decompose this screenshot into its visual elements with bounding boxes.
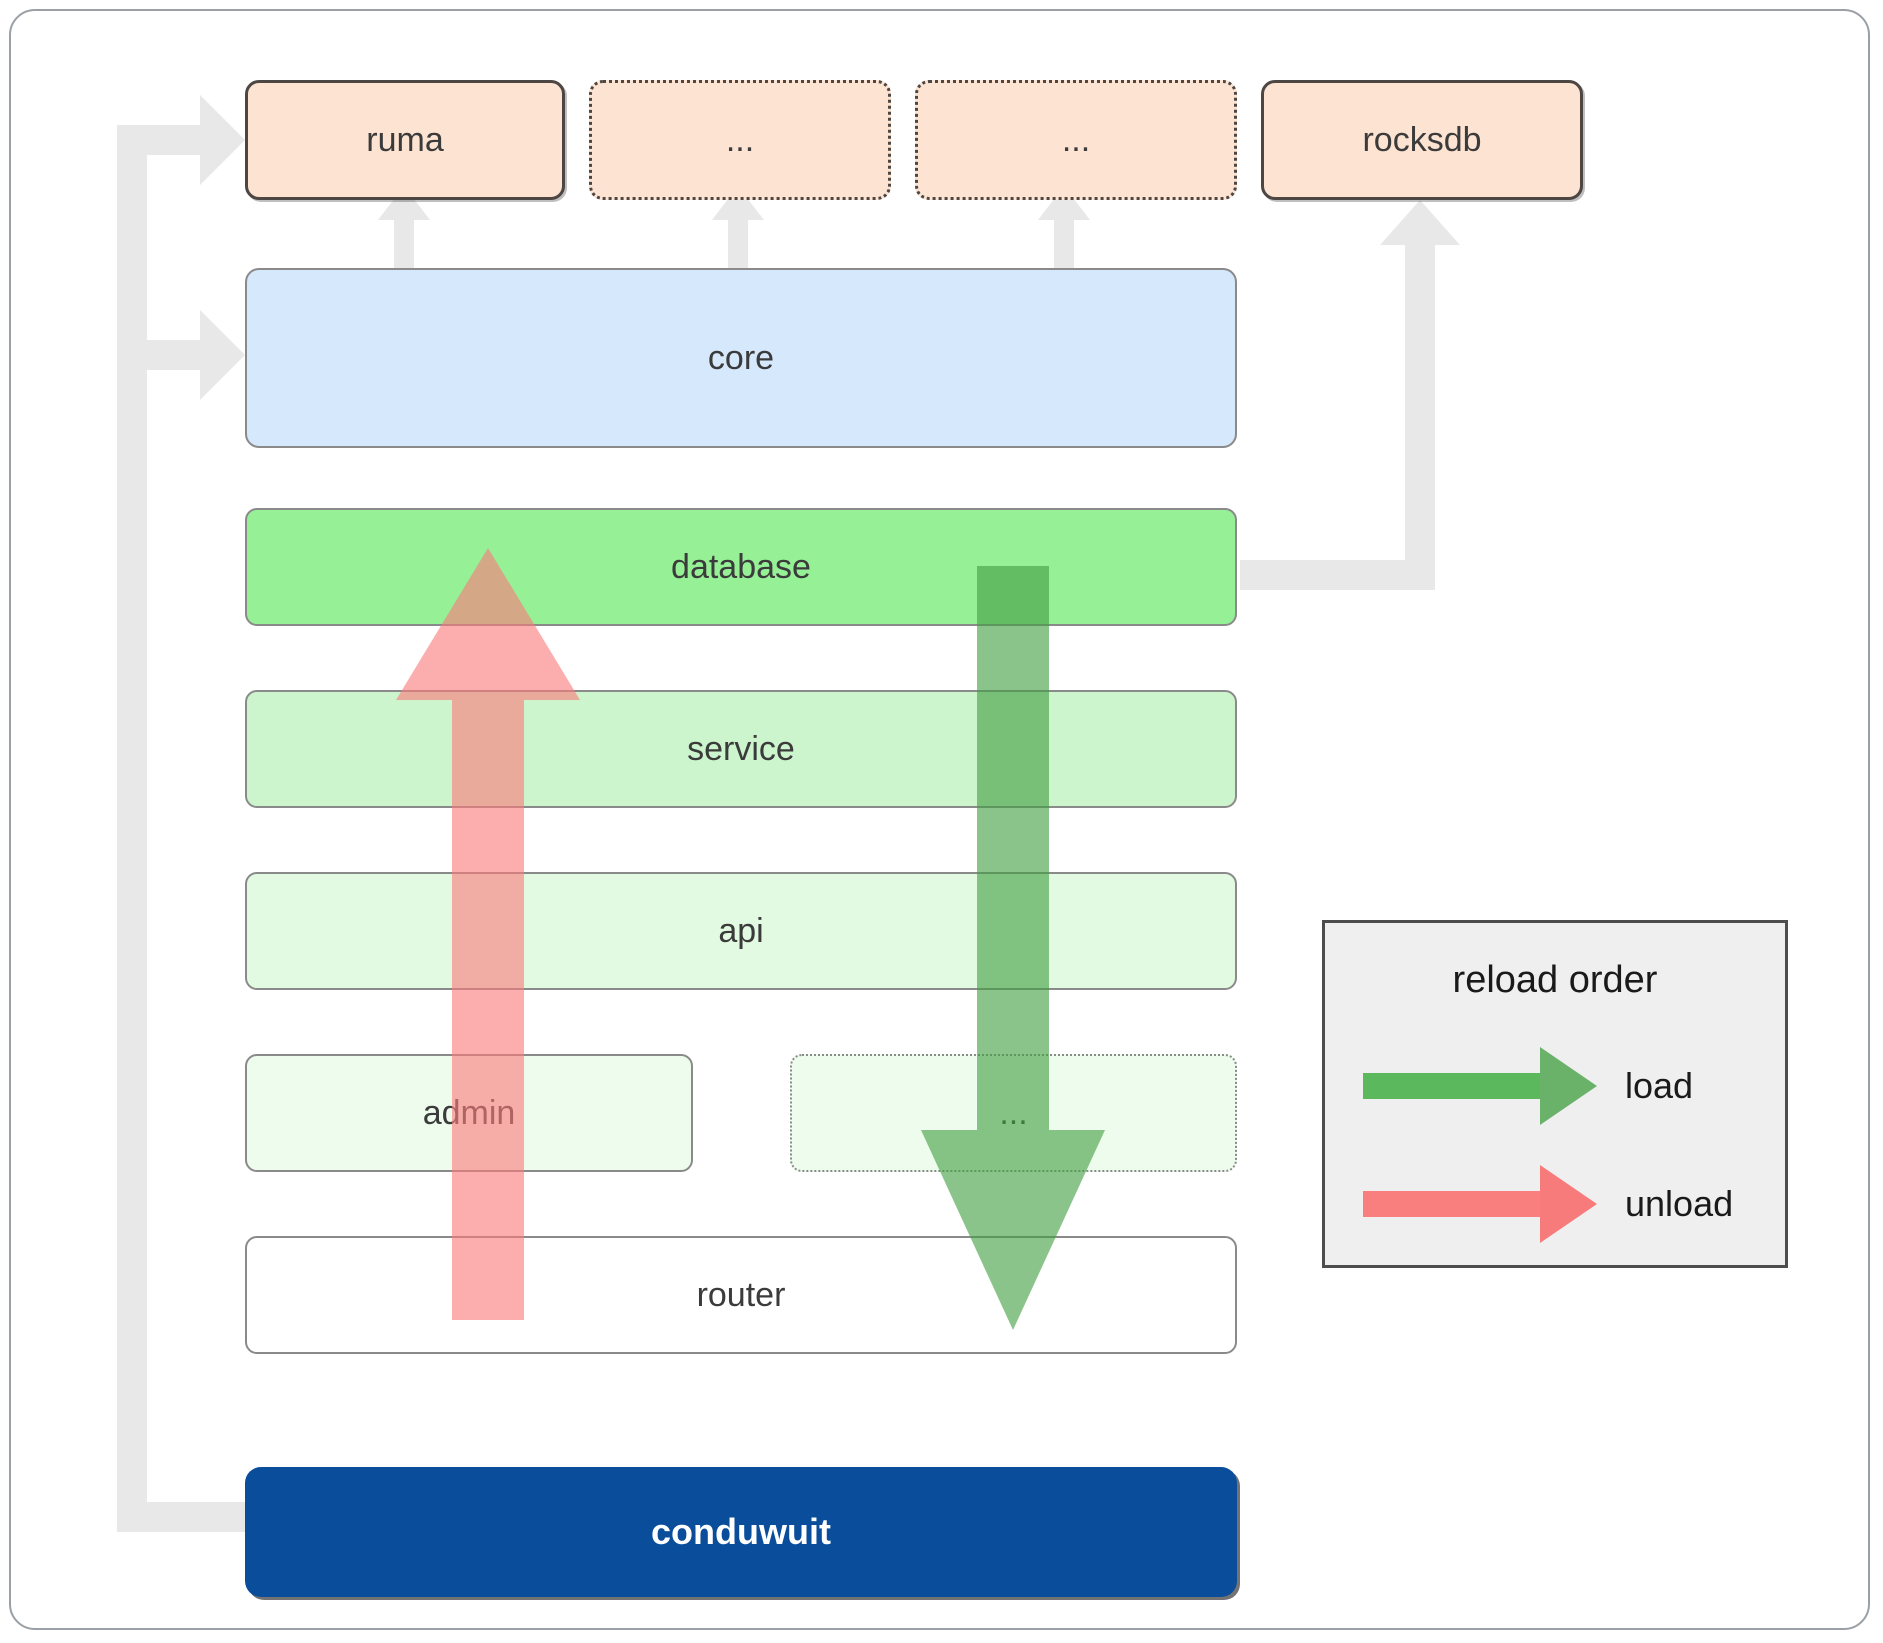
module-box-router[interactable]: router bbox=[245, 1236, 1237, 1354]
module-box-api[interactable]: api bbox=[245, 872, 1237, 990]
module-label: database bbox=[671, 548, 811, 586]
module-label: conduwuit bbox=[651, 1511, 831, 1552]
load-arrow-icon bbox=[1363, 1047, 1597, 1125]
module-label: api bbox=[718, 912, 764, 950]
dependency-box-more-1[interactable]: ... bbox=[589, 80, 891, 200]
module-label: ... bbox=[999, 1094, 1028, 1132]
module-label: admin bbox=[422, 1094, 516, 1132]
dependency-label: ... bbox=[1061, 121, 1091, 159]
module-label: service bbox=[687, 730, 795, 768]
diagram-card bbox=[9, 9, 1870, 1630]
module-box-conduwuit[interactable]: conduwuit bbox=[245, 1467, 1237, 1597]
module-box-service[interactable]: service bbox=[245, 690, 1237, 808]
dependency-box-more-2[interactable]: ... bbox=[915, 80, 1237, 200]
legend-label: unload bbox=[1625, 1183, 1734, 1224]
module-label: router bbox=[696, 1276, 786, 1314]
module-box-more[interactable]: ... bbox=[790, 1054, 1237, 1172]
dependency-box-rocksdb[interactable]: rocksdb bbox=[1261, 80, 1583, 200]
module-label: core bbox=[707, 339, 775, 377]
dependency-label: ruma bbox=[366, 121, 444, 159]
legend-item-unload: unload bbox=[1325, 1159, 1785, 1249]
module-box-core[interactable]: core bbox=[245, 268, 1237, 448]
dependency-box-ruma[interactable]: ruma bbox=[245, 80, 565, 200]
legend-panel: reload order load unload bbox=[1322, 920, 1788, 1268]
legend-item-load: load bbox=[1325, 1041, 1785, 1131]
module-box-admin[interactable]: admin bbox=[245, 1054, 693, 1172]
dependency-label: rocksdb bbox=[1362, 121, 1482, 159]
unload-arrow-icon bbox=[1363, 1165, 1597, 1243]
legend-label: load bbox=[1625, 1065, 1694, 1106]
legend-title: reload order bbox=[1452, 959, 1658, 1001]
dependency-label: ... bbox=[725, 121, 755, 159]
module-box-database[interactable]: database bbox=[245, 508, 1237, 626]
